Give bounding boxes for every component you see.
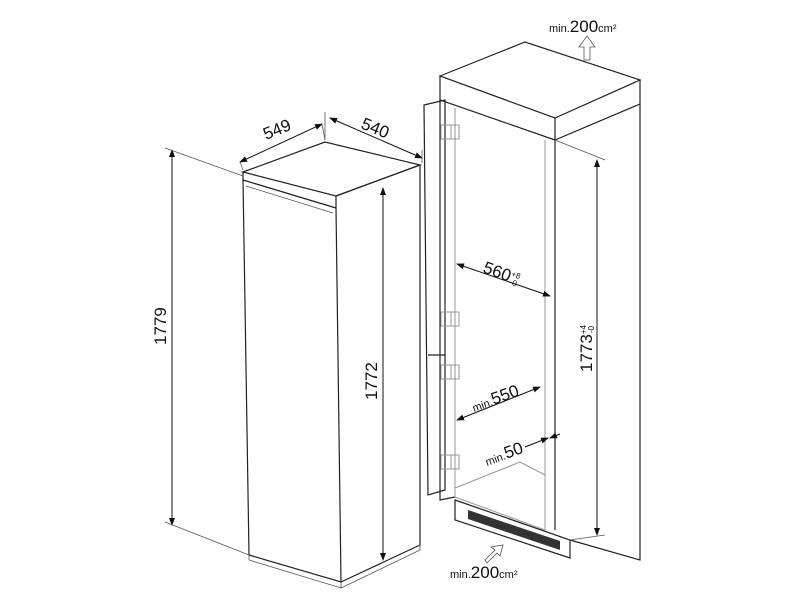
- dimension-body-height: 1772: [362, 187, 386, 561]
- svg-text:min.200cm²: min.200cm²: [450, 563, 518, 582]
- hinges: [440, 124, 460, 470]
- dimension-total-height: 1779: [151, 147, 250, 556]
- niche-top: [438, 41, 642, 119]
- dimension-depth: 549: [239, 115, 326, 171]
- niche-cabinet: [423, 41, 642, 561]
- dimension-niche-width: 560+8-0: [456, 258, 551, 297]
- svg-text:min.50: min.50: [482, 438, 526, 469]
- dimension-niche-height: 1773+4-0: [554, 139, 606, 541]
- niche-height-label: 1773: [577, 334, 596, 372]
- svg-text:min.200cm²: min.200cm²: [549, 17, 617, 36]
- arrow-in-icon: [484, 544, 504, 564]
- svg-text:560+8-0: 560+8-0: [481, 258, 523, 289]
- plinth-vent: [454, 499, 571, 559]
- min-depth-label: 550: [488, 381, 521, 409]
- dimension-width: 540: [324, 112, 423, 163]
- body-height-label: 1772: [362, 362, 381, 400]
- dimension-min-depth: min.550: [456, 381, 541, 421]
- total-height-label: 1779: [151, 307, 170, 345]
- appliance: [240, 141, 423, 589]
- bottom-vent-annotation: min.200cm²: [450, 544, 518, 582]
- open-door: [423, 99, 446, 496]
- appliance-door: [242, 179, 342, 583]
- top-vent-annotation: min.200cm²: [549, 17, 617, 61]
- arrow-up-icon: [578, 35, 596, 61]
- svg-text:min.550: min.550: [469, 381, 522, 416]
- svg-text:1773+4-0: 1773+4-0: [577, 325, 596, 373]
- width-label: 540: [359, 114, 392, 142]
- dimension-min-gap: min.50: [482, 432, 561, 469]
- appliance-side: [242, 164, 421, 583]
